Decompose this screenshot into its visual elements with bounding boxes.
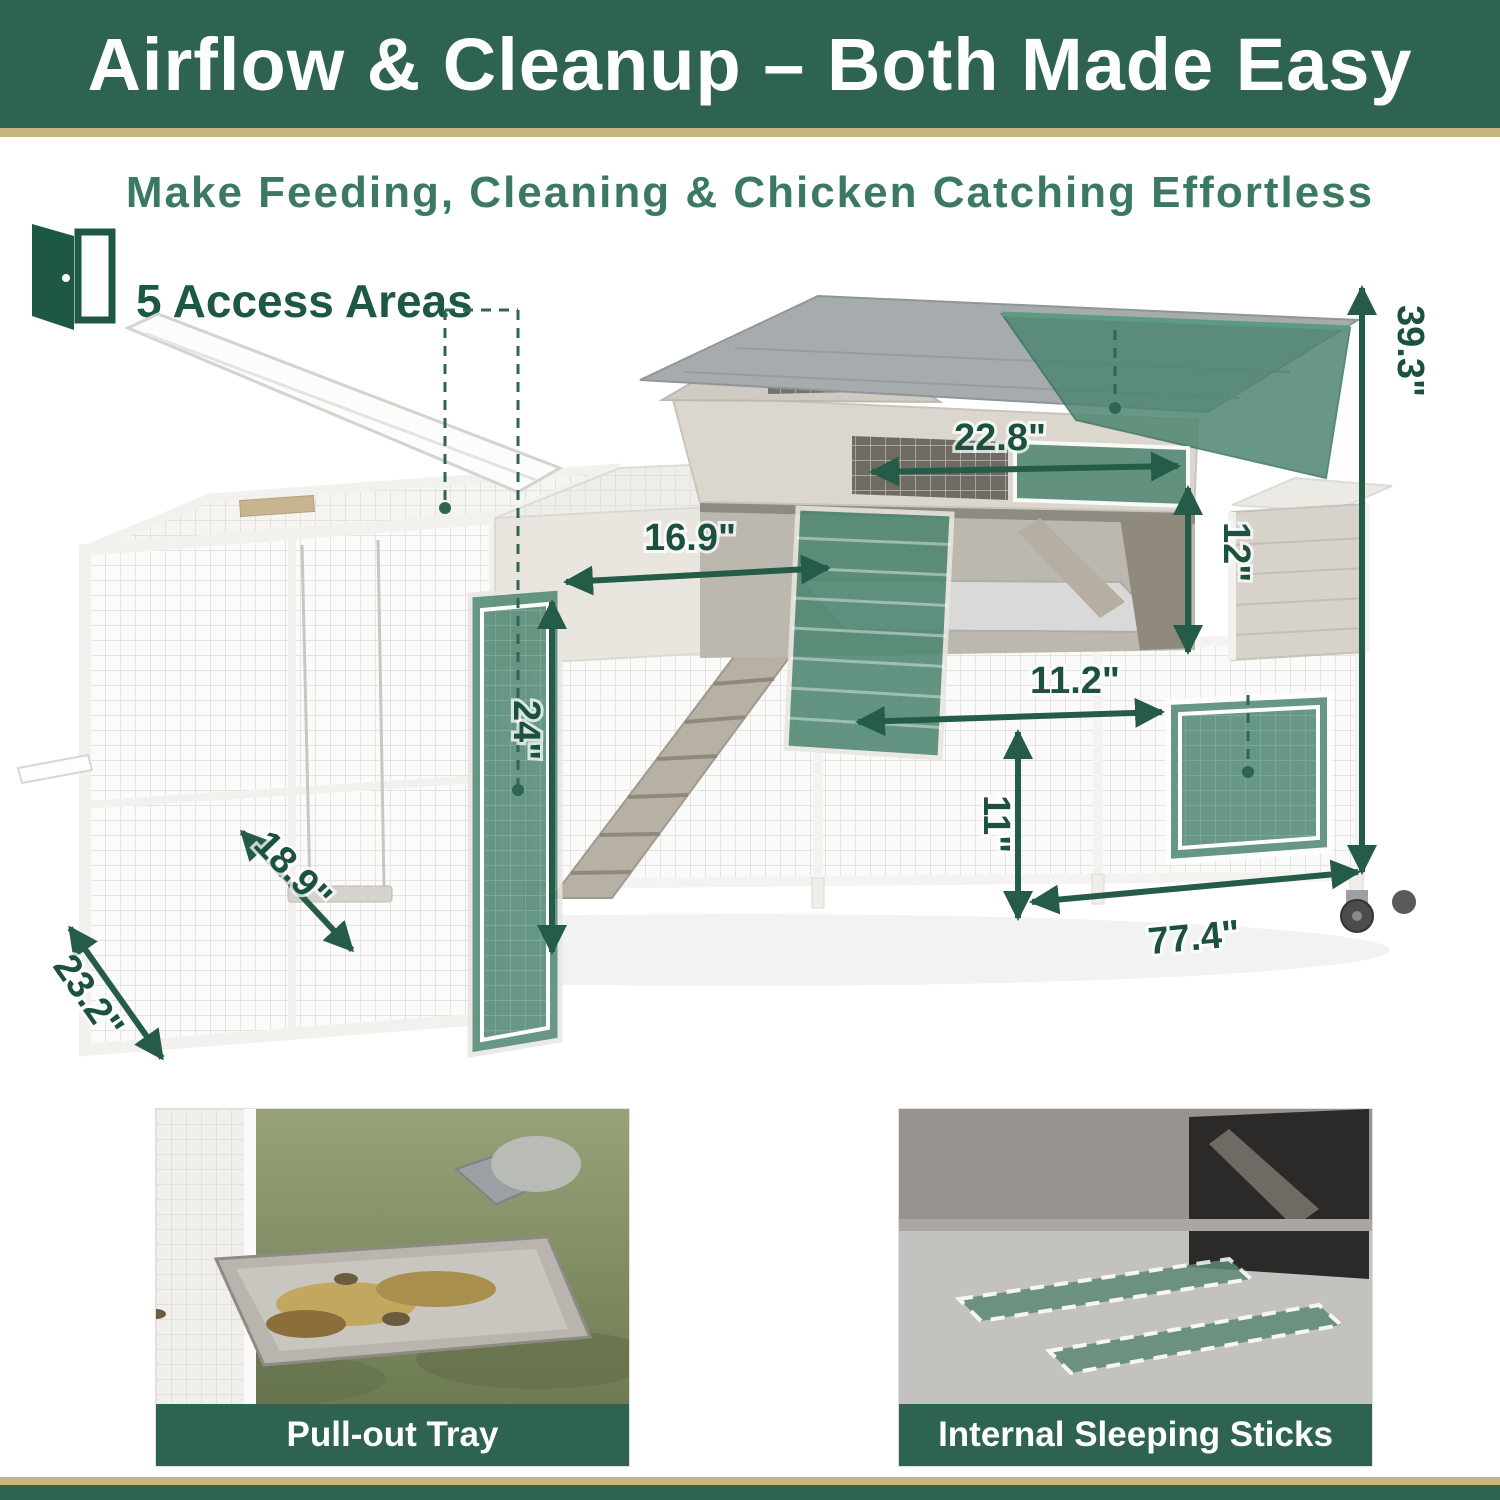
latch-block (238, 494, 316, 518)
sleeping-sticks-photo (899, 1109, 1372, 1404)
feature-card-pullout-tray: Pull-out Tray (155, 1108, 630, 1467)
access-guide-lines (439, 308, 1254, 796)
dim-top-opening-label: 16.9" (644, 517, 736, 559)
left-run-cage (16, 463, 622, 1057)
coop-illustration-area: 39.3" 22.8" 16.9" 12" 24" 11.2" 11" 18.9… (0, 250, 1500, 1110)
footer-green-band (0, 1485, 1500, 1500)
dim-tray-width-label: 11.2" (1030, 660, 1120, 702)
subtitle-text: Make Feeding, Cleaning & Chicken Catchin… (125, 168, 1375, 217)
access-areas-label: 5 Access Areas (136, 275, 473, 327)
open-door-icon (32, 224, 116, 330)
dim-roof-width-label: 22.8" (954, 417, 1046, 459)
dim-clearance-label: 11" (975, 795, 1017, 853)
dim-total-height-label: 39.3" (1389, 305, 1431, 397)
dim-nest-height-label: 12" (1215, 522, 1257, 582)
open-top-lid (124, 312, 564, 494)
gold-divider (0, 128, 1500, 137)
pull-out-tray-photo (156, 1109, 629, 1404)
page-title: Airflow & Cleanup – Both Made Easy (87, 22, 1413, 106)
push-handle (16, 753, 94, 785)
pull-out-tray-caption: Pull-out Tray (156, 1404, 629, 1466)
sleeping-sticks-caption: Internal Sleeping Sticks (899, 1404, 1372, 1466)
roof-access-panel (1000, 311, 1352, 480)
dim-door-height-label: 24" (505, 700, 547, 760)
side-access-door (467, 585, 563, 1058)
dim-total-length-label: 77.4" (1146, 913, 1241, 963)
footer-gold-line (0, 1477, 1500, 1485)
header-banner: Airflow & Cleanup – Both Made Easy (0, 0, 1500, 128)
feature-card-sleeping-sticks: Internal Sleeping Sticks (898, 1108, 1373, 1467)
coop-diagram: 39.3" 22.8" 16.9" 12" 24" 11.2" 11" 18.9… (16, 285, 1434, 1061)
access-areas-callout: 5 Access Areas (26, 222, 473, 332)
wheels (1340, 890, 1416, 933)
